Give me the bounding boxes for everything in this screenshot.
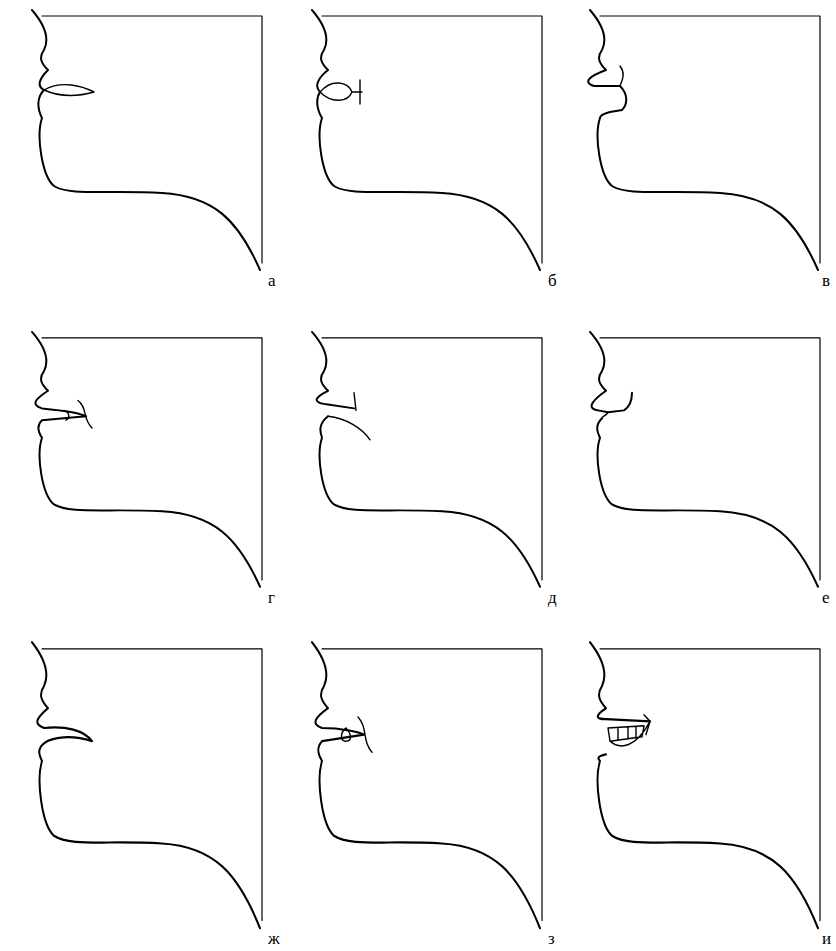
profile-line — [590, 332, 818, 587]
profile-line — [590, 642, 818, 928]
frame-line — [600, 16, 820, 263]
figure-letter: г — [268, 589, 275, 606]
figure-letter: в — [822, 272, 830, 289]
figure-letter: з — [548, 930, 555, 947]
face-profile — [32, 642, 262, 928]
profile-line — [312, 642, 540, 928]
profile-line — [32, 332, 260, 587]
frame-line — [42, 649, 262, 921]
face-profile — [588, 10, 820, 270]
face-profile — [32, 10, 262, 270]
articulation-detail — [64, 401, 92, 428]
frame-line — [42, 338, 262, 580]
figure-letter: а — [268, 272, 276, 289]
frame-line — [322, 16, 542, 263]
articulation-detail — [620, 66, 623, 86]
frame-line — [600, 338, 820, 580]
figure-letter: ж — [268, 930, 280, 947]
frame-line — [322, 649, 542, 921]
frame-line — [600, 649, 820, 921]
profile-line — [312, 10, 540, 270]
figure-letter: е — [822, 589, 830, 606]
face-profile — [312, 10, 542, 270]
figure-letter: б — [548, 272, 557, 289]
profile-line — [312, 332, 540, 587]
profile-line — [588, 10, 818, 270]
figure-letter: д — [548, 589, 557, 606]
frame-line — [322, 338, 542, 580]
articulation-detail — [320, 80, 362, 104]
figure-letter: и — [822, 930, 831, 947]
face-profile — [312, 332, 542, 587]
profile-line — [32, 10, 260, 270]
articulation-detail — [44, 85, 94, 96]
face-profile — [312, 642, 542, 928]
profile-line — [32, 642, 260, 928]
articulation-detail — [608, 715, 650, 746]
articulation-detail — [602, 412, 608, 418]
frame-line — [42, 16, 262, 263]
articulation-detail — [328, 393, 370, 440]
face-profile — [32, 332, 262, 587]
face-profile — [590, 332, 820, 587]
articulation-detail — [342, 717, 373, 752]
face-profile — [590, 642, 820, 928]
